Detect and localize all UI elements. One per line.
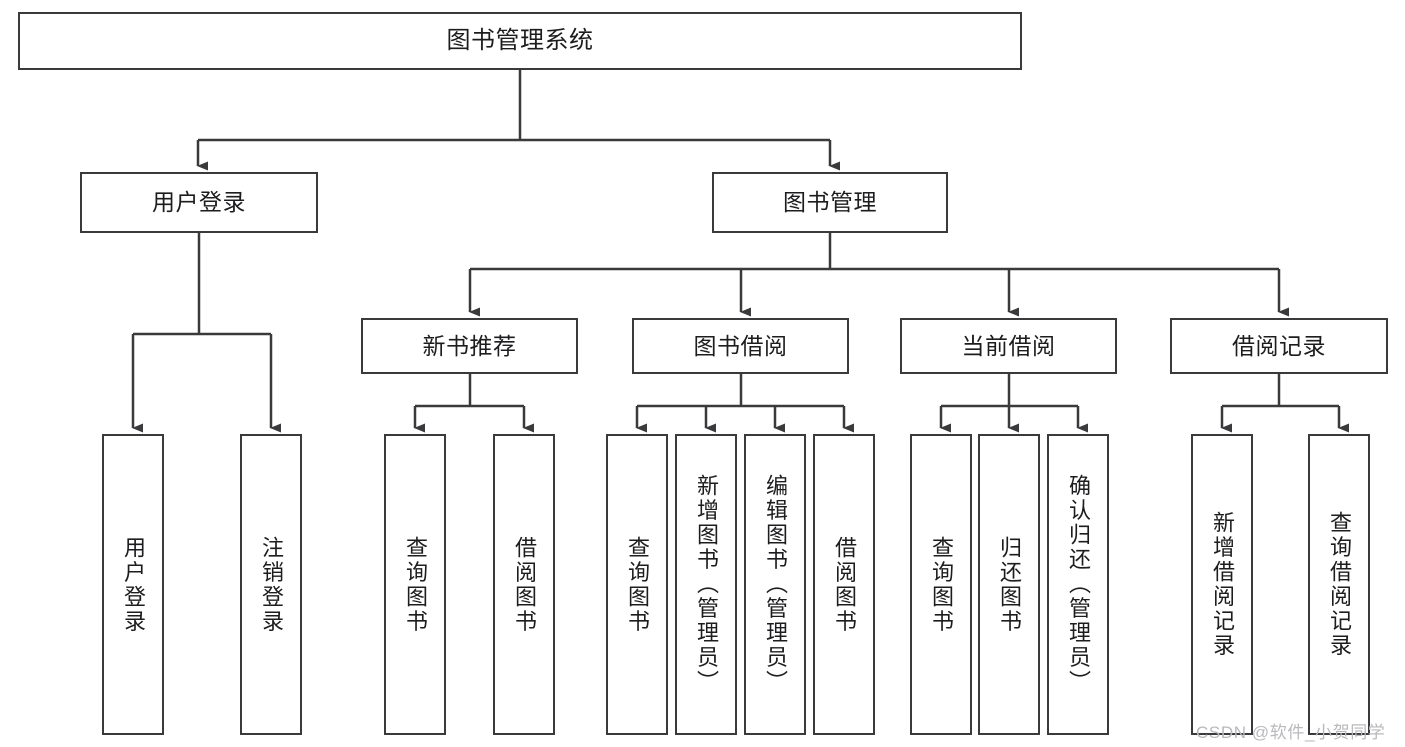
- node-root-system-label: 图书管理系统: [446, 27, 594, 55]
- leaf-current-borrow-query[interactable]: 查询图书: [910, 434, 972, 735]
- leaf-user-login-login[interactable]: 用户登录: [102, 434, 164, 735]
- node-book-management[interactable]: 图书管理: [712, 172, 948, 233]
- leaf-book-borrow-query-label: 查询图书: [624, 535, 650, 634]
- leaf-new-book-query[interactable]: 查询图书: [384, 434, 446, 735]
- leaf-book-borrow-query[interactable]: 查询图书: [606, 434, 668, 735]
- leaf-borrow-record-query[interactable]: 查询借阅记录: [1308, 434, 1370, 735]
- leaf-book-borrow-add-label: 新增图书（管理员）: [693, 474, 719, 695]
- leaf-current-borrow-return-label: 归还图书: [996, 535, 1022, 634]
- leaf-user-login-login-label: 用户登录: [120, 535, 146, 634]
- leaf-current-borrow-return[interactable]: 归还图书: [978, 434, 1040, 735]
- leaf-book-borrow-add[interactable]: 新增图书（管理员）: [675, 434, 737, 735]
- node-borrow-record[interactable]: 借阅记录: [1170, 318, 1388, 374]
- node-user-login-label: 用户登录: [152, 189, 246, 216]
- leaf-book-borrow-edit[interactable]: 编辑图书（管理员）: [744, 434, 806, 735]
- node-new-book-recommend[interactable]: 新书推荐: [361, 318, 578, 374]
- leaf-user-login-logout[interactable]: 注销登录: [240, 434, 302, 735]
- node-book-management-label: 图书管理: [783, 189, 877, 216]
- leaf-new-book-borrow-label: 借阅图书: [511, 535, 537, 634]
- node-current-borrow[interactable]: 当前借阅: [900, 318, 1117, 374]
- node-new-book-recommend-label: 新书推荐: [422, 332, 517, 359]
- node-book-borrow[interactable]: 图书借阅: [632, 318, 849, 374]
- csdn-watermark: CSDN @软件_小贺同学: [1196, 723, 1386, 742]
- node-current-borrow-label: 当前借阅: [961, 332, 1056, 359]
- node-root-system[interactable]: 图书管理系统: [18, 12, 1022, 70]
- leaf-current-borrow-confirm[interactable]: 确认归还（管理员）: [1047, 434, 1109, 735]
- node-book-borrow-label: 图书借阅: [693, 332, 788, 359]
- leaf-current-borrow-confirm-label: 确认归还（管理员）: [1065, 474, 1091, 695]
- leaf-new-book-query-label: 查询图书: [402, 535, 428, 634]
- leaf-borrow-record-add-label: 新增借阅记录: [1209, 511, 1235, 658]
- leaf-user-login-logout-label: 注销登录: [258, 535, 284, 634]
- leaf-current-borrow-query-label: 查询图书: [928, 535, 954, 634]
- leaf-borrow-record-add[interactable]: 新增借阅记录: [1191, 434, 1253, 735]
- node-user-login[interactable]: 用户登录: [80, 172, 318, 233]
- leaf-book-borrow-borrow-label: 借阅图书: [831, 535, 857, 634]
- leaf-book-borrow-borrow[interactable]: 借阅图书: [813, 434, 875, 735]
- leaf-borrow-record-query-label: 查询借阅记录: [1326, 511, 1352, 658]
- leaf-book-borrow-edit-label: 编辑图书（管理员）: [762, 474, 788, 695]
- node-borrow-record-label: 借阅记录: [1232, 332, 1326, 359]
- leaf-new-book-borrow[interactable]: 借阅图书: [493, 434, 555, 735]
